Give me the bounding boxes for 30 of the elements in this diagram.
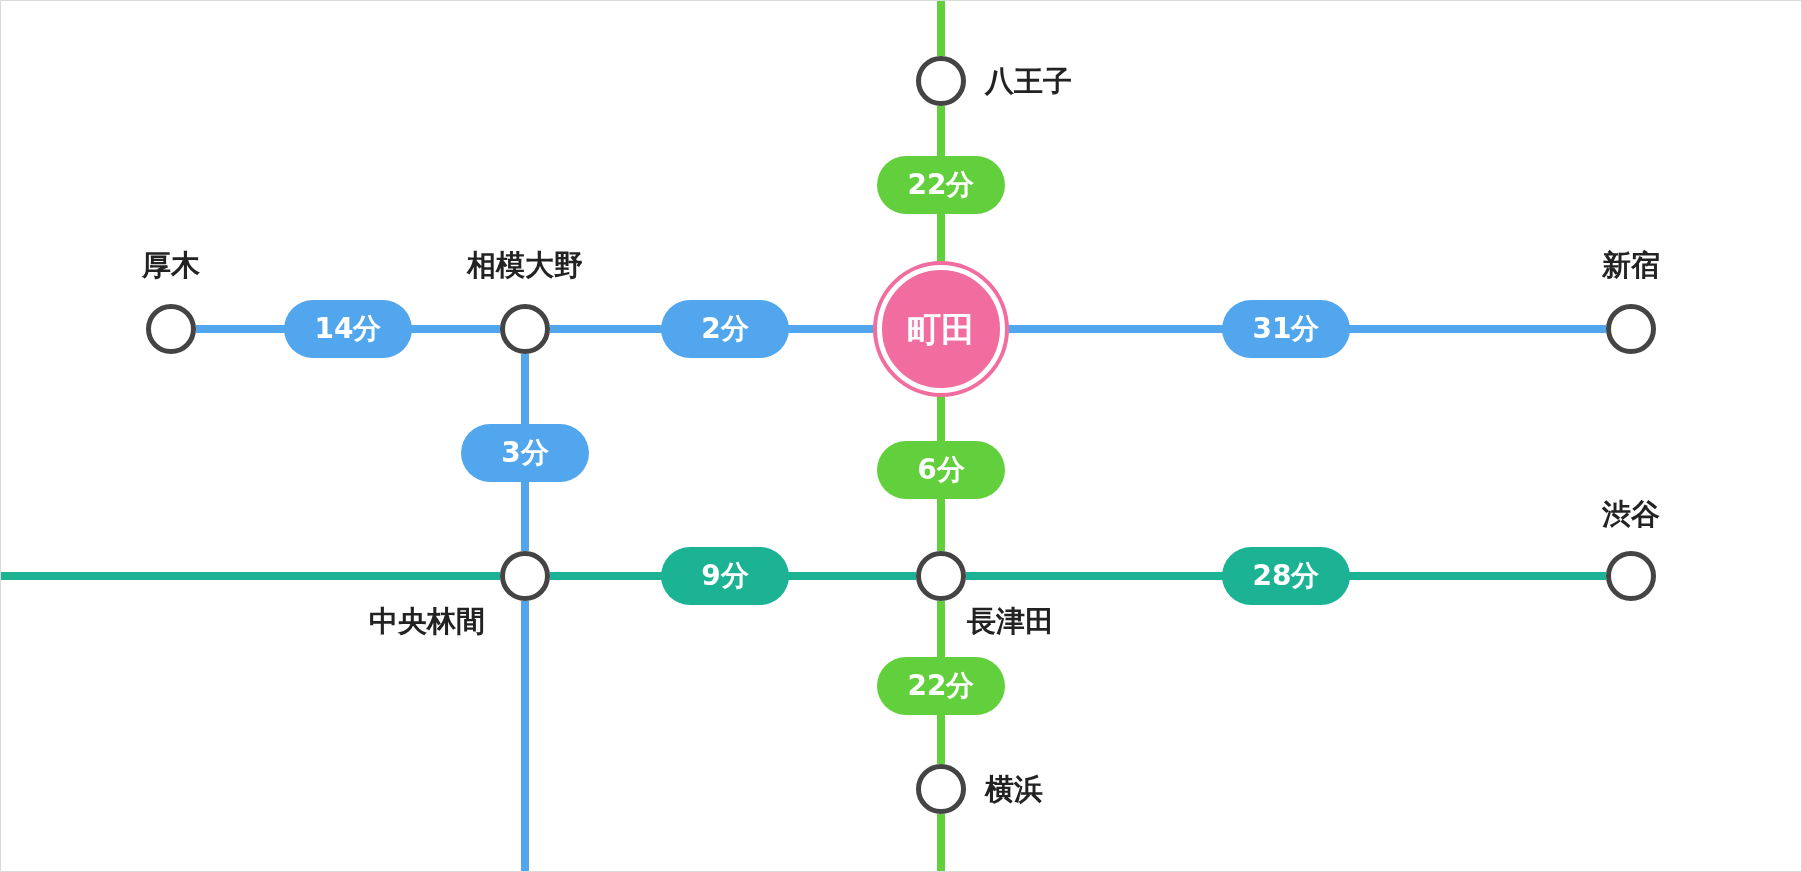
rail-line	[521, 601, 529, 871]
station-name: 渋谷	[1602, 496, 1660, 532]
edge-label: 3分	[461, 424, 589, 482]
station-circle	[916, 551, 966, 601]
edge-label: 2分	[661, 300, 789, 358]
edge-label: 14分	[284, 300, 412, 358]
edge-label: 28分	[1222, 547, 1350, 605]
station-name: 町田	[907, 312, 975, 346]
station-circle	[1606, 551, 1656, 601]
rail-line	[1, 572, 500, 580]
station-name: 長津田	[967, 603, 1054, 639]
station-circle	[146, 304, 196, 354]
station-name: 相模大野	[467, 247, 583, 283]
station-name: 横浜	[985, 771, 1043, 807]
station-circle	[1606, 304, 1656, 354]
edge-label: 6分	[877, 441, 1005, 499]
edge-label: 9分	[661, 547, 789, 605]
edge-label: 31分	[1222, 300, 1350, 358]
station-name: 厚木	[142, 247, 200, 283]
edge-label: 22分	[877, 657, 1005, 715]
station-circle	[500, 304, 550, 354]
station-name: 八王子	[985, 63, 1072, 99]
rail-line	[937, 1, 945, 56]
station-name: 新宿	[1602, 247, 1660, 283]
station-circle	[500, 551, 550, 601]
station-circle	[916, 56, 966, 106]
station-circle	[916, 764, 966, 814]
rail-line	[937, 814, 945, 871]
edge-label: 22分	[877, 156, 1005, 214]
station-name: 中央林間	[369, 603, 485, 639]
